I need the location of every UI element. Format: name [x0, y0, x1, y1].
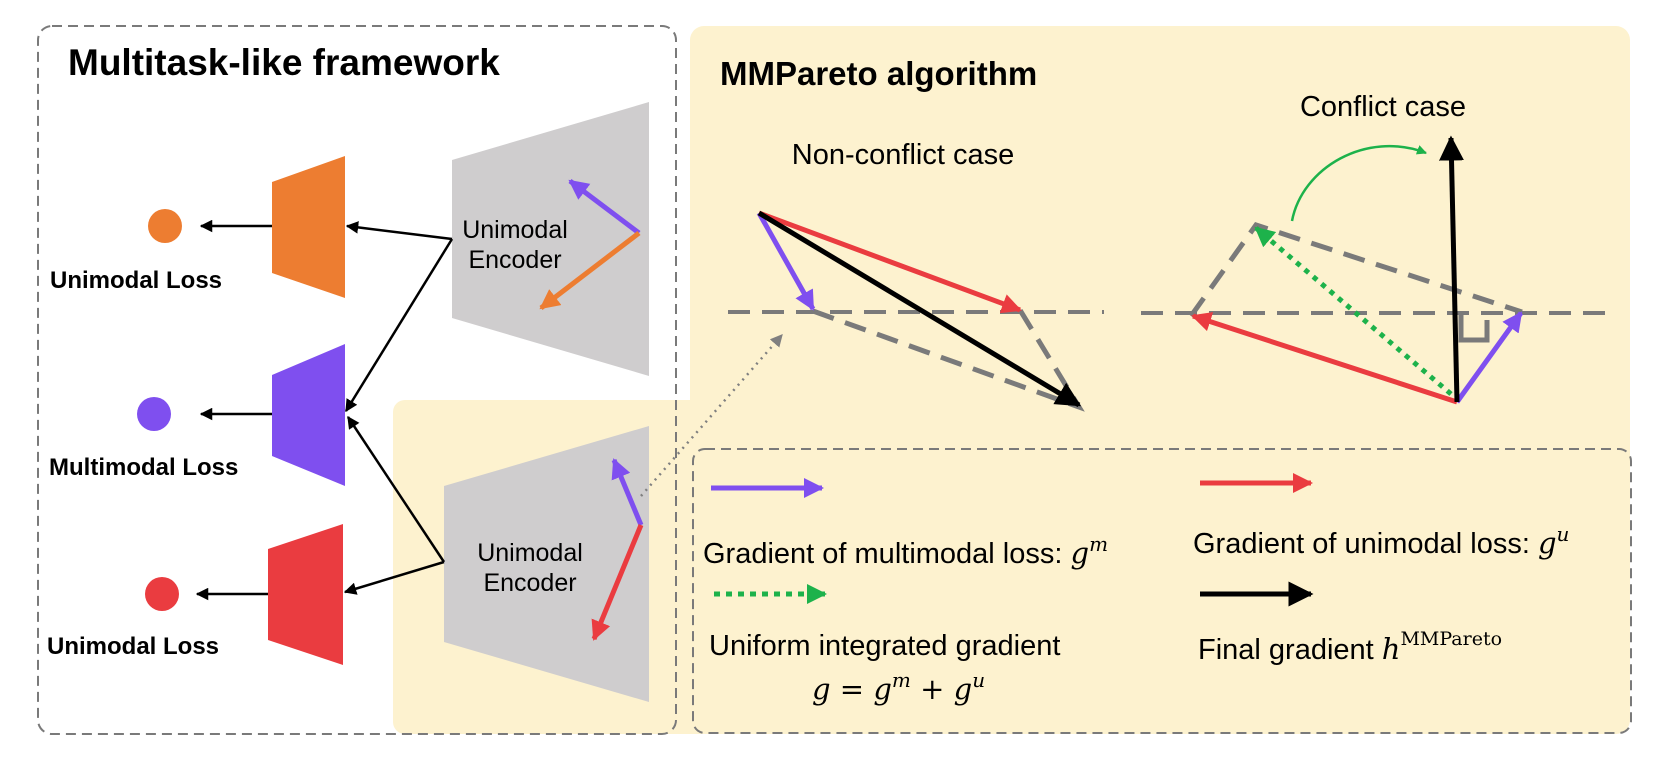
unimodal-loss-top-dot	[148, 209, 182, 243]
conflict-red-arrow	[1191, 312, 1458, 405]
unimodal-loss-bottom-dot	[145, 577, 179, 611]
encoder-top-purple-arrow	[568, 179, 641, 235]
mmpareto-title: MMPareto algorithm	[720, 55, 1037, 92]
mmpareto-panel-background	[690, 26, 1630, 734]
legend-uniform-equation: g = gm + gu	[812, 668, 985, 706]
unimodal-head-bottom	[268, 524, 343, 665]
right-angle-marker	[1458, 313, 1490, 343]
encoder-top-orange-arrow	[539, 231, 641, 310]
non-conflict-purple-arrow	[756, 211, 816, 311]
legend-box	[692, 448, 1632, 734]
conflict-purple-arrow	[1454, 311, 1524, 404]
encoder-bottom-label-line2: Encoder	[483, 569, 576, 597]
enc-bottom-to-head-mid-arrow	[346, 415, 446, 563]
unimodal-encoder-top	[452, 102, 649, 376]
multimodal-loss-label: Multimodal Loss	[49, 454, 238, 481]
encoder-bottom-label-line1: Unimodal	[477, 539, 583, 567]
non-conflict-parallelogram	[812, 308, 1085, 412]
conflict-green-dotted-arrow	[1254, 226, 1453, 396]
unimodal-loss-bottom-label: Unimodal Loss	[47, 633, 219, 660]
zoom-pointer-arrow	[640, 334, 783, 497]
conflict-label: Conflict case	[1300, 91, 1466, 123]
conflict-parallelogram	[1188, 222, 1523, 318]
unimodal-loss-top-label: Unimodal Loss	[50, 267, 222, 294]
multimodal-loss-dot	[137, 397, 171, 431]
multimodal-head	[272, 344, 345, 486]
non-conflict-red-arrow	[758, 210, 1022, 314]
multitask-title: Multitask-like framework	[68, 42, 500, 83]
legend-uniform-line1: Uniform integrated gradient	[709, 630, 1060, 662]
enc-bottom-to-head-bottom-arrow	[343, 560, 445, 595]
enc-top-to-head-top-arrow	[345, 221, 453, 241]
encoder-top-label-line2: Encoder	[468, 246, 561, 274]
multitask-panel-border	[37, 25, 677, 735]
legend-final-text: Final gradient hMMPareto	[1198, 628, 1502, 666]
encoder-bottom-purple-arrow	[611, 458, 644, 526]
non-conflict-black-arrow	[757, 210, 1082, 408]
conflict-black-arrow	[1439, 135, 1465, 403]
legend-unimodal-text: Gradient of unimodal loss: gu	[1193, 522, 1569, 560]
legend-multimodal-text: Gradient of multimodal loss: gm	[703, 532, 1108, 570]
unimodal-head-top	[272, 156, 345, 298]
enc-top-to-head-mid-arrow	[344, 238, 454, 413]
non-conflict-label: Non-conflict case	[792, 139, 1014, 171]
rotation-arc-arrow	[1290, 144, 1427, 222]
encoder-bottom-red-arrow	[591, 524, 644, 641]
encoder-top-label-line1: Unimodal	[462, 216, 568, 244]
